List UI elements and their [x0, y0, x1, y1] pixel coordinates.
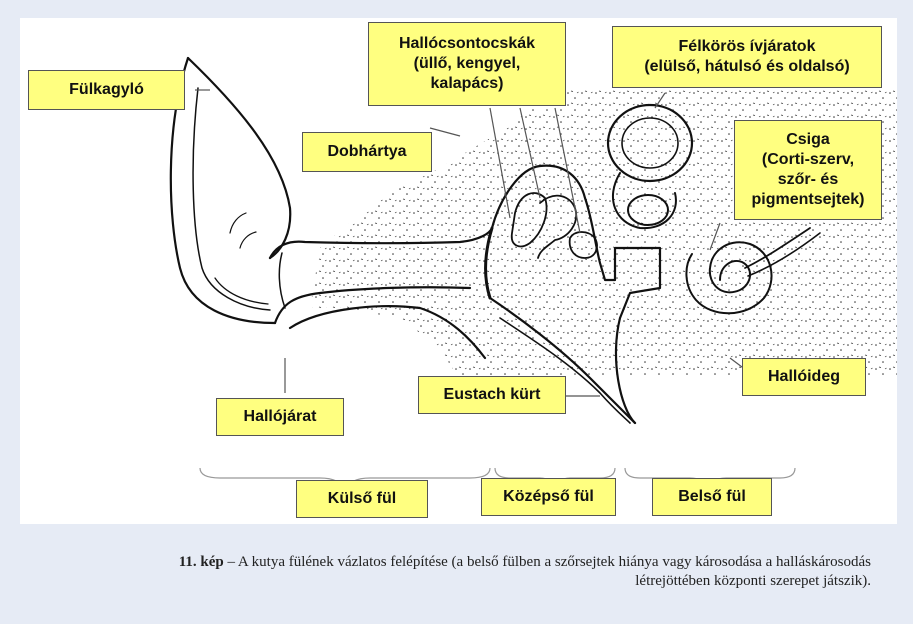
- caption-text: – A kutya fülének vázlatos felépítése (a…: [224, 554, 871, 589]
- label-kozepso-ful: Középső fül: [481, 478, 616, 516]
- ear-diagram-figure: Fülkagyló Hallócsontocskák (üllő, kengye…: [20, 18, 897, 524]
- pinna-inner-outline: [188, 58, 290, 258]
- label-dobhartya: Dobhártya: [302, 132, 432, 172]
- label-hallocsontocskak: Hallócsontocskák (üllő, kengyel, kalapác…: [368, 22, 566, 106]
- label-fulkagylo: Fülkagyló: [28, 70, 185, 110]
- pinna-outline: [171, 58, 275, 323]
- label-felkoros-ivjaratok: Félkörös ívjáratok (elülső, hátulsó és o…: [612, 26, 882, 88]
- label-kulso-ful: Külső fül: [296, 480, 428, 518]
- figure-caption: 11. kép – A kutya fülének vázlatos felép…: [171, 553, 871, 591]
- label-csiga: Csiga (Corti-szerv, szőr- és pigmentsejt…: [734, 120, 882, 220]
- label-belso-ful: Belső fül: [652, 478, 772, 516]
- caption-number: 11. kép: [179, 554, 224, 570]
- label-halloideg: Hallóideg: [742, 358, 866, 396]
- label-hallojarat: Hallójárat: [216, 398, 344, 436]
- label-eustach-kurt: Eustach kürt: [418, 376, 566, 414]
